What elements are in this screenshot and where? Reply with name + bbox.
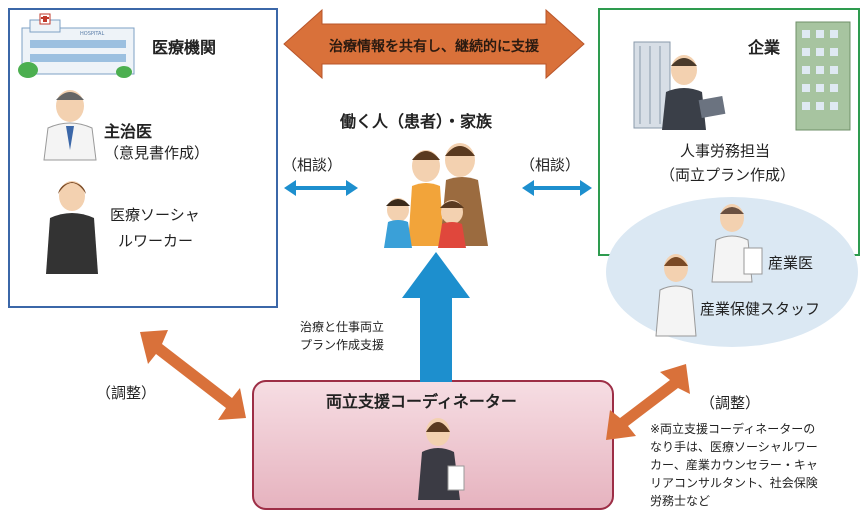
company-title: 企業 (748, 38, 781, 57)
medical-institution-title: 医療機関 (152, 38, 217, 57)
hr-staff-icon (662, 55, 726, 130)
support-label-line2: プラン作成支援 (300, 338, 385, 352)
note-line-2: なり手は、医療ソーシャルワー (650, 440, 818, 454)
coordinator-title: 両立支援コーディネーター (326, 392, 517, 411)
note-line-3: カー、産業カウンセラー・キャ (650, 458, 818, 472)
adjust-left-arrow (140, 330, 246, 420)
office-building-icon (633, 21, 851, 131)
hospital-sign: HOSPITAL (80, 31, 105, 37)
hr-label-line1: 人事労務担当 (680, 142, 771, 160)
worker-family-title: 働く人（患者）・家族 (340, 112, 493, 131)
coordinator-icon (418, 418, 465, 500)
coordinator-note: ※両立支援コーディネーターの なり手は、医療ソーシャルワー カー、産業カウンセラ… (650, 420, 864, 510)
consult-left-arrow (284, 180, 358, 196)
doctor-label: 主治医 (104, 122, 153, 141)
note-line-4: リアコンサルタント、社会保険 (650, 476, 818, 490)
social-worker-icon (46, 181, 98, 274)
family-icon (384, 143, 488, 248)
occupational-doctor-icon (711, 204, 763, 283)
hospital-icon (18, 13, 135, 78)
top-banner-text: 治療情報を共有し、継続的に支援 (329, 39, 539, 55)
adjust-right-arrow (606, 364, 690, 440)
hr-label-line2: （両立プラン作成） (660, 166, 796, 184)
occupational-staff-label: 産業保健スタッフ (700, 300, 821, 318)
occupational-doctor-label: 産業医 (768, 254, 814, 272)
consult-left-label: （相談） (282, 156, 343, 174)
note-line-5: 労務士など (650, 494, 711, 508)
consult-right-label: （相談） (520, 156, 581, 174)
health-staff-icon (655, 254, 697, 337)
doctor-icon (43, 90, 97, 161)
consult-right-arrow (522, 180, 592, 196)
note-line-1: ※両立支援コーディネーターの (650, 422, 816, 436)
adjust-right-label: （調整） (700, 394, 761, 412)
doctor-sublabel: （意見書作成） (104, 144, 210, 162)
support-up-arrow (402, 252, 470, 382)
msw-label-line2: ルワーカー (118, 232, 194, 250)
adjust-left-label: （調整） (96, 384, 157, 402)
msw-label-line1: 医療ソーシャ (110, 206, 200, 224)
support-label-line1: 治療と仕事両立 (300, 320, 385, 334)
top-banner-arrow (283, 8, 585, 80)
